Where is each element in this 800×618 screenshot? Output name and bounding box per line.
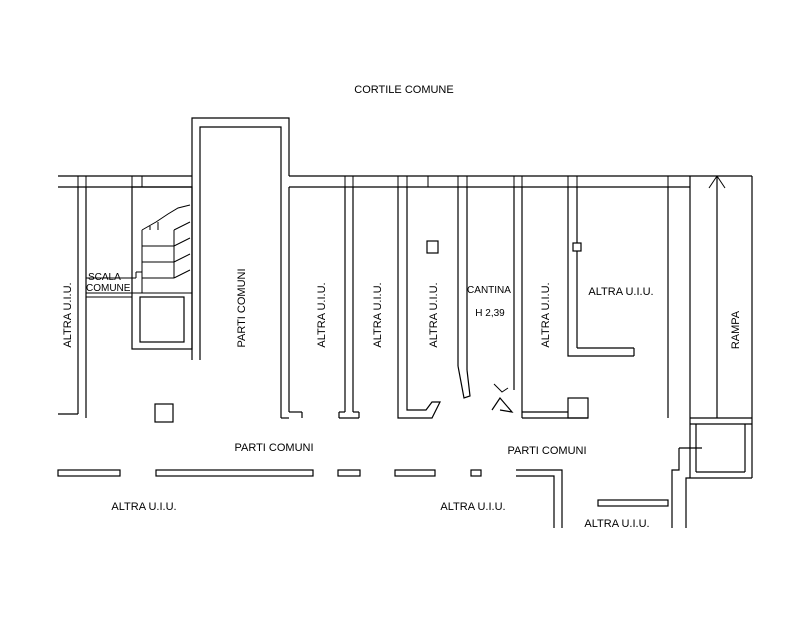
cellar-height-label: H 2,39 bbox=[475, 308, 505, 319]
pillar-square bbox=[154, 403, 174, 423]
other-unit-label-bottom-left: ALTRA U.I.U. bbox=[111, 501, 176, 513]
other-unit-label-col1: ALTRA U.I.U. bbox=[316, 282, 328, 347]
cellar-label: CANTINA bbox=[467, 285, 511, 296]
other-unit-label-col4: ALTRA U.I.U. bbox=[540, 282, 552, 347]
staircase-block bbox=[86, 186, 193, 350]
common-parts-label-left: PARTI COMUNI bbox=[234, 442, 313, 454]
top-boundary-walls bbox=[58, 175, 752, 188]
other-unit-label-bottom-right: ALTRA U.I.U. bbox=[584, 518, 649, 530]
ramp-direction-arrow-icon bbox=[708, 175, 726, 189]
ramp-label: RAMPA bbox=[730, 310, 742, 349]
other-unit-label-right: ALTRA U.I.U. bbox=[588, 286, 653, 298]
staircase-label-line2: COMUNE bbox=[86, 283, 131, 294]
courtyard-label: CORTILE COMUNE bbox=[354, 84, 453, 96]
other-unit-label-left: ALTRA U.I.U. bbox=[62, 282, 74, 347]
other-unit-label-bottom-center: ALTRA U.I.U. bbox=[440, 501, 505, 513]
common-parts-label-vertical: PARTI COMUNI bbox=[236, 268, 248, 347]
common-parts-label-right: PARTI COMUNI bbox=[507, 445, 586, 457]
pillar-square bbox=[426, 240, 439, 254]
central-corridor-walls bbox=[191, 117, 290, 419]
unit-column-walls bbox=[288, 187, 669, 419]
staircase-steps bbox=[86, 204, 191, 293]
other-unit-label-col3: ALTRA U.I.U. bbox=[428, 282, 440, 347]
lower-walls bbox=[57, 448, 690, 528]
other-unit-label-col2: ALTRA U.I.U. bbox=[372, 282, 384, 347]
left-unit-walls bbox=[58, 187, 87, 418]
ramp-walls bbox=[679, 176, 753, 479]
staircase-label-line1: SCALA bbox=[88, 272, 121, 283]
